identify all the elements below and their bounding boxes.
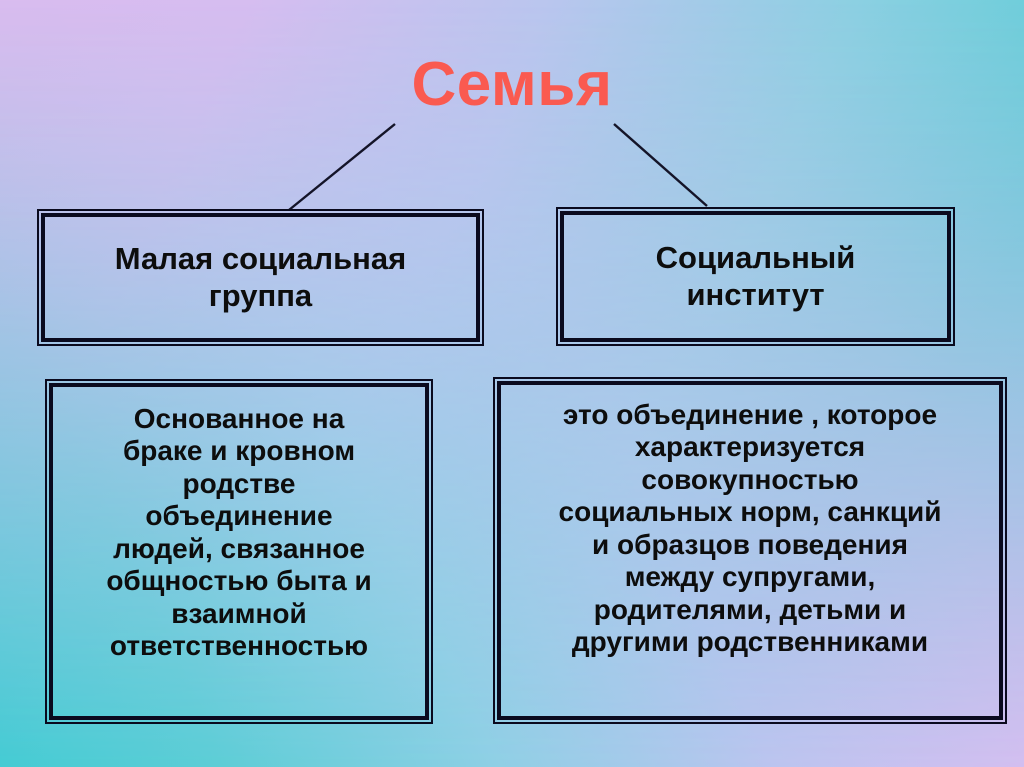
page-title: Семья (411, 50, 613, 119)
box-small-social-group-label: Малая социальная группа (114, 240, 407, 313)
box-social-institution-label: Социальный институт (655, 239, 856, 312)
box-social-institution-definition: это объединение , которое характеризуетс… (493, 377, 1007, 724)
box-social-institution-frame: Социальный институт (560, 211, 951, 342)
box-small-social-group-frame: Малая социальная группа (41, 213, 480, 342)
box-small-social-group-definition-text: Основанное на браке и кровном родстве об… (106, 403, 372, 662)
box-social-institution: Социальный институт (556, 207, 955, 346)
box-small-social-group-definition-frame: Основанное на браке и кровном родстве об… (49, 383, 429, 720)
box-social-institution-definition-frame: это объединение , которое характеризуетс… (497, 381, 1003, 720)
box-small-social-group: Малая социальная группа (37, 209, 484, 346)
box-small-social-group-definition: Основанное на браке и кровном родстве об… (45, 379, 433, 724)
box-social-institution-definition-text: это объединение , которое характеризуетс… (558, 399, 942, 658)
